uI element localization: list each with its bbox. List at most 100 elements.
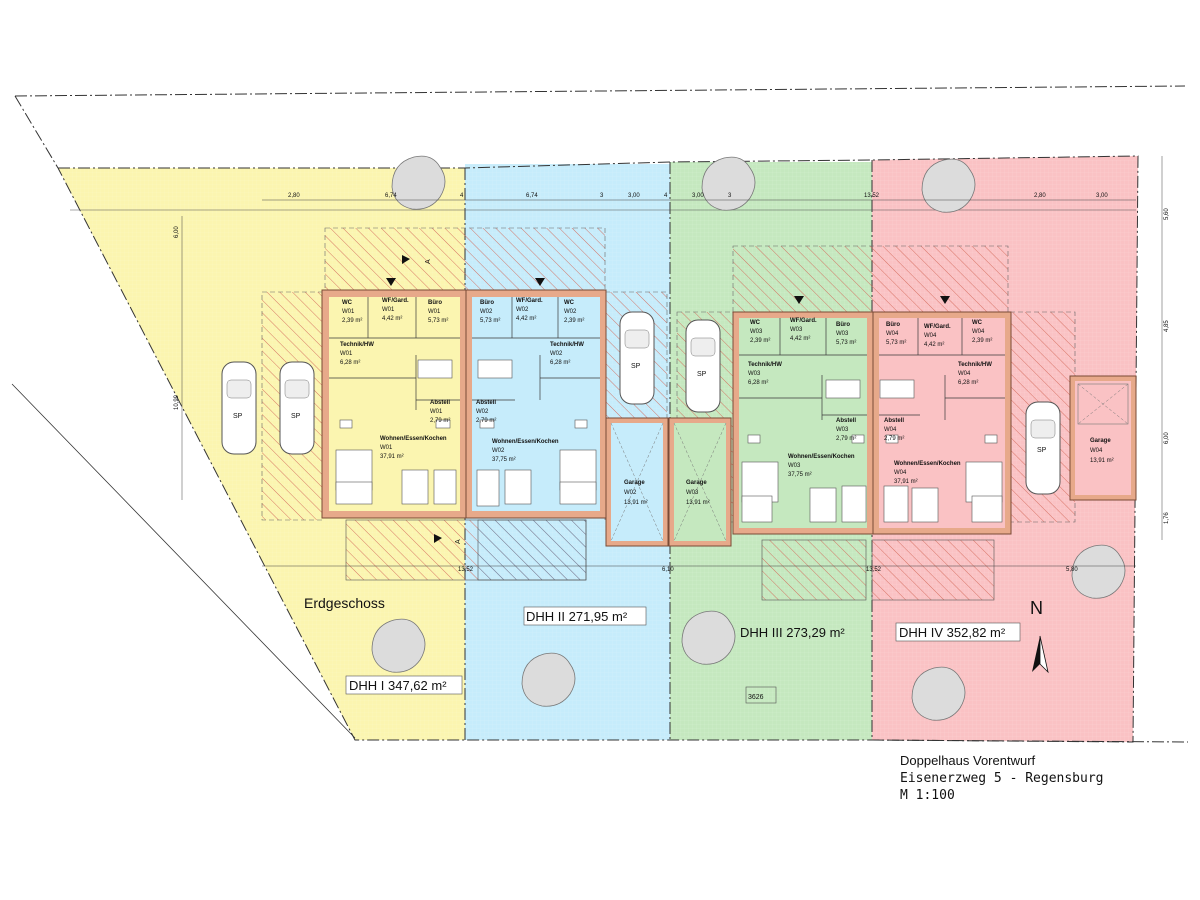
car-5: [1025, 401, 1061, 495]
garage-w02-name: Garage: [624, 480, 645, 486]
room-area: 37,75 m²: [492, 457, 516, 463]
room-name: Abstell: [430, 400, 450, 406]
room-name: Abstell: [476, 400, 496, 406]
room-name: WF/Gard.: [790, 318, 817, 324]
dim-top-5: 3: [600, 193, 604, 199]
room-name: Wohnen/Essen/Kochen: [788, 454, 855, 460]
dim-top-4: 6,74: [526, 193, 538, 199]
room-name: Wohnen/Essen/Kochen: [492, 439, 559, 445]
garage-w03-name: Garage: [686, 480, 707, 486]
car-2: [279, 361, 315, 455]
room-unit: W03: [836, 427, 849, 433]
tree-icon: [371, 618, 426, 673]
room-unit: W04: [924, 333, 937, 339]
room-name: Technik/HW: [340, 342, 374, 348]
room-area: 4,42 m²: [382, 316, 402, 322]
dim-top-7: 4: [664, 193, 668, 199]
dim-top-8: 3,00: [692, 193, 704, 199]
drawing-title: Doppelhaus Vorentwurf: [900, 753, 1036, 768]
car-4: [685, 319, 721, 413]
room-unit: W03: [836, 331, 849, 337]
room-area: 37,91 m²: [894, 479, 918, 485]
room-area: 2,79 m²: [430, 418, 450, 424]
drawing-scale: M 1:100: [900, 788, 955, 803]
room-area: 5,73 m²: [836, 340, 856, 346]
room-unit: W02: [480, 309, 493, 315]
room-name: Technik/HW: [550, 342, 584, 348]
garage-w03-unit: W03: [686, 490, 699, 496]
room-unit: W03: [788, 463, 801, 469]
room-area: 6,28 m²: [340, 360, 360, 366]
dim-top-3: 4: [460, 193, 464, 199]
room-unit: W01: [382, 307, 395, 313]
room-unit: W04: [972, 329, 985, 335]
garage-w02-area: 13,91 m²: [624, 500, 648, 506]
parcel-boundaries: [11, 85, 1189, 743]
room-unit: W02: [564, 309, 577, 315]
room-unit: W01: [340, 351, 353, 357]
tree-icon: [921, 158, 976, 213]
room-unit: W04: [958, 371, 971, 377]
garage-w04-unit: W04: [1090, 448, 1103, 454]
drawing-address: Eisenerzweg 5 - Regensburg: [900, 771, 1104, 786]
dim-bottom-2: 6,10: [662, 567, 674, 573]
lot-labels: DHH I 347,62 m² DHH II 271,95 m² DHH III…: [345, 606, 1021, 704]
room-name: Wohnen/Essen/Kochen: [380, 436, 447, 442]
room-unit: W03: [750, 329, 763, 335]
room-unit: W03: [748, 371, 761, 377]
room-unit: W01: [428, 309, 441, 315]
room-unit: W02: [476, 409, 489, 415]
parking-label-3: SP: [631, 363, 641, 370]
car-3: [619, 311, 655, 405]
room-area: 5,73 m²: [428, 318, 448, 324]
lot-1-label: DHH I 347,62 m²: [349, 678, 447, 693]
dim-top-1: 2,80: [288, 193, 300, 199]
room-unit: W04: [886, 331, 899, 337]
room-unit: W01: [380, 445, 393, 451]
tree-icon: [1071, 544, 1126, 599]
tree-icon: [391, 155, 446, 210]
room-area: 6,28 m²: [958, 380, 978, 386]
section-label-top: A: [425, 259, 432, 264]
room-name: Büro: [428, 300, 442, 306]
dim-right-2: 4,85: [1164, 320, 1170, 332]
trees: [371, 155, 1126, 721]
room-unit: W02: [492, 448, 505, 454]
parking-spaces: SP SP SP SP SP: [221, 311, 1061, 495]
room-area: 2,39 m²: [564, 318, 584, 324]
room-name: Büro: [480, 300, 494, 306]
room-area: 4,42 m²: [924, 342, 944, 348]
room-area: 2,39 m²: [972, 338, 992, 344]
room-area: 37,75 m²: [788, 472, 812, 478]
room-unit: W02: [550, 351, 563, 357]
dim-bottom-3: 13,52: [866, 567, 882, 573]
dim-top-11: 2,80: [1034, 193, 1046, 199]
dimension-lines: 2,80 6,74 4 6,74 3 3,00 4 3,00 3 13,52 2…: [174, 156, 1170, 573]
dim-top-2: 6,74: [385, 193, 397, 199]
dim-top-9: 3: [728, 193, 732, 199]
room-name: WF/Gard.: [924, 324, 951, 330]
furniture: [335, 359, 1003, 523]
parcel-number: 3626: [748, 694, 764, 701]
dim-left-1: 6,00: [174, 226, 180, 238]
room-area: 5,73 m²: [480, 318, 500, 324]
garage-labels: Garage W02 13,91 m² Garage W03 13,91 m² …: [624, 438, 1114, 506]
north-label: N: [1030, 598, 1043, 618]
car-1: [221, 361, 257, 455]
north-arrow-icon: N: [1030, 598, 1049, 674]
dim-bottom-4: 5,80: [1066, 567, 1078, 573]
room-unit: W03: [790, 327, 803, 333]
room-area: 6,28 m²: [748, 380, 768, 386]
lot-2-label: DHH II 271,95 m²: [526, 609, 628, 624]
parking-label-4: SP: [697, 371, 707, 378]
room-area: 37,91 m²: [380, 454, 404, 460]
room-name: WF/Gard.: [382, 298, 409, 304]
garage-w02-unit: W02: [624, 490, 637, 496]
garage-w03-area: 13,91 m²: [686, 500, 710, 506]
room-name: WC: [972, 320, 983, 326]
dim-right-1: 5,60: [1164, 208, 1170, 220]
dim-right-4: 1,76: [1164, 512, 1170, 524]
dim-top-10: 13,52: [864, 193, 880, 199]
room-area: 2,39 m²: [342, 318, 362, 324]
